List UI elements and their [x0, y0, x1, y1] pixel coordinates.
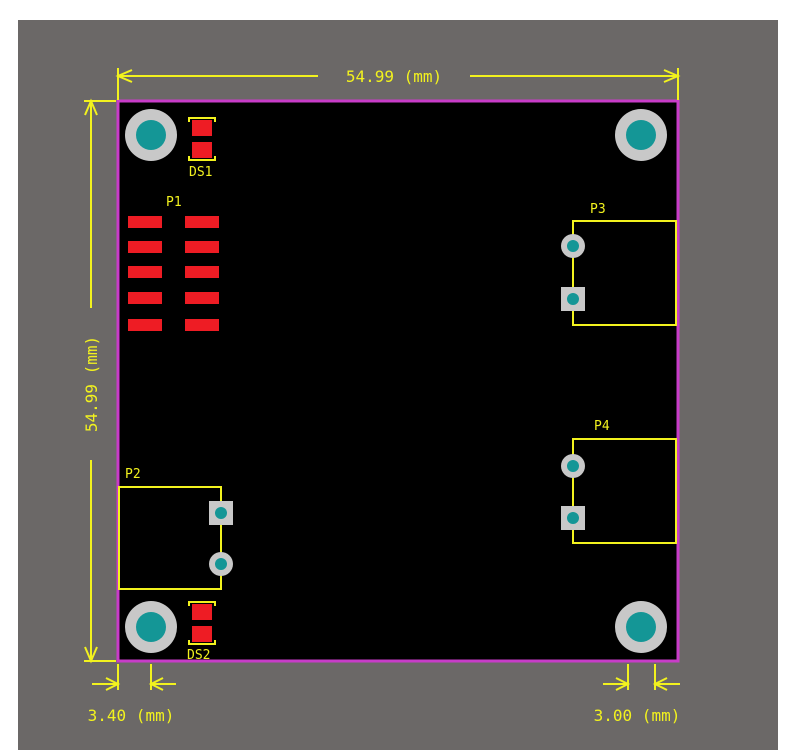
dimension-right-offset: [603, 664, 680, 691]
ds2-silkscreen-outline: [188, 601, 216, 645]
component-p3[interactable]: P3: [561, 202, 677, 326]
dimension-left-offset-label: 3.40 (mm): [88, 706, 175, 725]
ds1-pad-1: [192, 120, 212, 136]
ds1-silkscreen-outline: [188, 117, 216, 161]
p1-pad-8: [185, 266, 219, 278]
dimension-width-label: 54.99 (mm): [346, 67, 442, 86]
dimension-right-offset-label: 3.00 (mm): [594, 706, 681, 725]
ds1-label: DS1: [189, 165, 212, 180]
p1-pad-2: [128, 241, 162, 253]
board-outline: [116, 99, 680, 663]
p1-pad-5: [128, 319, 162, 331]
dimension-height: [84, 98, 116, 664]
p4-label: P4: [594, 419, 610, 434]
mounting-hole-bottom-left: [125, 601, 177, 653]
component-ds1[interactable]: DS1: [188, 117, 216, 180]
mounting-hole-top-right: [615, 109, 667, 161]
p3-pin-square: [561, 287, 585, 311]
p2-pin-round: [209, 552, 233, 576]
component-ds2[interactable]: DS2: [187, 601, 216, 663]
dimension-height-label: 54.99 (mm): [82, 336, 101, 432]
p2-pin-square: [209, 501, 233, 525]
ds2-pad-2: [192, 626, 212, 642]
p1-pad-4: [128, 292, 162, 304]
p1-pad-3: [128, 266, 162, 278]
component-p2[interactable]: P2: [118, 467, 233, 590]
ds2-pad-1: [192, 604, 212, 620]
ds2-label: DS2: [187, 648, 210, 663]
component-p4[interactable]: P4: [561, 419, 677, 544]
p2-silkscreen-outline: [118, 486, 222, 590]
p1-pad-6: [185, 216, 219, 228]
dimension-left-offset: [92, 664, 176, 691]
ds1-pad-2: [192, 142, 212, 158]
p1-pad-7: [185, 241, 219, 253]
p4-silkscreen-outline: [572, 438, 677, 544]
p1-pad-1: [128, 216, 162, 228]
p3-pin-round: [561, 234, 585, 258]
pcb-board: DS1 DS2 P1 P2: [116, 99, 680, 663]
p3-silkscreen-outline: [572, 220, 677, 326]
dimension-width: [115, 68, 681, 100]
p4-pin-round: [561, 454, 585, 478]
p2-label: P2: [125, 467, 141, 482]
p1-pad-9: [185, 292, 219, 304]
p3-label: P3: [590, 202, 606, 217]
p4-pin-square: [561, 506, 585, 530]
mounting-hole-top-left: [125, 109, 177, 161]
p1-label: P1: [166, 195, 182, 210]
mounting-hole-bottom-right: [615, 601, 667, 653]
p1-pad-10: [185, 319, 219, 331]
component-p1[interactable]: P1: [128, 195, 219, 331]
